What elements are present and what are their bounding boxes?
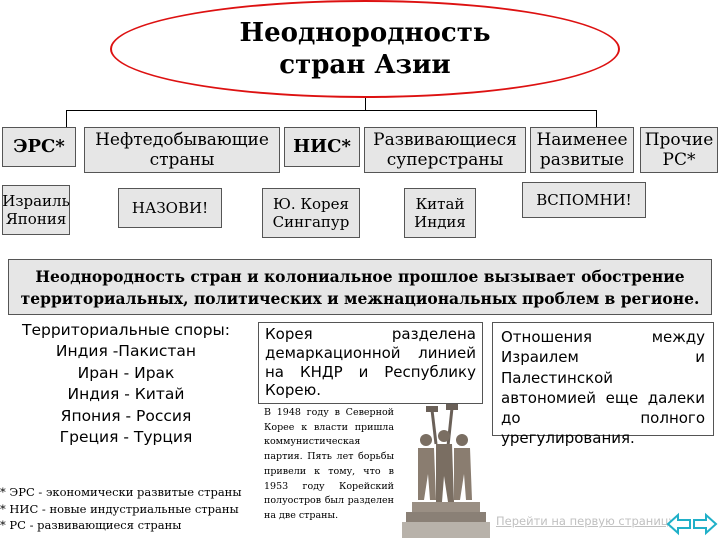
- example-nis-line1: Ю. Корея: [272, 195, 350, 213]
- category-other-line1: Прочие: [644, 129, 714, 150]
- connector-title: [365, 98, 366, 110]
- example-least-other: ВСПОМНИ!: [522, 182, 646, 218]
- nav-arrows: [666, 512, 718, 536]
- category-least: Наименее развитые: [530, 127, 634, 173]
- korea-text: Корея разделена демаркационной линией на…: [265, 325, 476, 400]
- category-ers-label: ЭРС*: [13, 136, 65, 158]
- category-developing-line2: суперстраны: [386, 150, 504, 170]
- title-oval: Неоднородность стран Азии: [110, 0, 620, 98]
- statement-line1: Неоднородность стран и колониальное прош…: [35, 267, 685, 286]
- category-oil-line1: Нефтедобывающие: [95, 129, 269, 150]
- title-line1: Неоднородность: [239, 17, 491, 48]
- territorial-disputes: Территориальные споры: Индия -Пакистан И…: [0, 320, 252, 462]
- arrow-left-icon[interactable]: [666, 512, 691, 536]
- monument-illustration: [402, 404, 490, 538]
- example-ers-line2: Япония: [5, 210, 67, 228]
- example-oil: НАЗОВИ!: [118, 188, 222, 228]
- korea-note-text: В 1948 году в Северной Корее к власти пр…: [264, 407, 394, 522]
- example-nis-line2: Сингапур: [272, 213, 350, 231]
- category-developing-line1: Развивающиеся: [373, 129, 517, 150]
- territory-item: Иран - Ирак: [77, 363, 175, 382]
- territory-item: Греция - Турция: [59, 427, 193, 446]
- category-least-line2: развитые: [539, 150, 625, 170]
- example-developing: Китай Индия: [404, 188, 476, 238]
- category-ers: ЭРС*: [2, 127, 76, 167]
- example-developing-line2: Индия: [414, 213, 466, 231]
- category-oil-line2: страны: [149, 150, 215, 170]
- korea-box: Корея разделена демаркационной линией на…: [258, 322, 483, 404]
- example-nis: Ю. Корея Сингапур: [262, 188, 360, 238]
- example-developing-line1: Китай: [415, 195, 465, 213]
- korea-history-note: В 1948 году в Северной Корее к власти пр…: [258, 406, 400, 536]
- israel-text: Отношения между Израилем и Палестинской …: [501, 328, 705, 448]
- first-page-link[interactable]: Перейти на первую страницу: [496, 514, 676, 528]
- connector-horizontal: [66, 110, 596, 111]
- category-nis: НИС*: [284, 127, 360, 167]
- israel-box: Отношения между Израилем и Палестинской …: [492, 322, 714, 447]
- connector-least: [596, 110, 597, 127]
- title-line2: стран Азии: [279, 50, 451, 80]
- nav-arrows-svg: [666, 512, 718, 536]
- legend-item: * ЭРС - экономически развитые страны: [0, 485, 242, 499]
- monument-image: [402, 404, 490, 538]
- example-oil-label: НАЗОВИ!: [131, 199, 209, 217]
- category-oil: Нефтедобывающие страны: [84, 127, 280, 173]
- category-other: Прочие РС*: [640, 127, 718, 173]
- territory-item: Япония - Россия: [60, 406, 192, 425]
- example-ers: Израиль Япония: [2, 185, 70, 235]
- example-least-other-label: ВСПОМНИ!: [536, 191, 632, 209]
- legend-item: * НИС - новые индустриальные страны: [0, 501, 239, 516]
- category-nis-label: НИС*: [293, 136, 351, 158]
- category-other-line2: РС*: [662, 150, 696, 170]
- territory-item: Индия - Китай: [67, 385, 185, 404]
- territory-item: Индия -Пакистан: [55, 342, 197, 361]
- legend: * ЭРС - экономически развитые страны * Н…: [0, 484, 262, 534]
- arrow-right-icon[interactable]: [693, 512, 718, 536]
- example-ers-line1: Израиль: [2, 192, 70, 210]
- legend-item: * РС - развивающиеся страны: [0, 518, 182, 533]
- territory-heading: Территориальные споры:: [22, 321, 230, 339]
- connector-ers: [66, 110, 67, 127]
- statement-box: Неоднородность стран и колониальное прош…: [8, 259, 712, 315]
- category-developing: Развивающиеся суперстраны: [364, 127, 526, 173]
- statement-line2: территориальных, политических и межнацио…: [20, 288, 700, 308]
- category-least-line1: Наименее: [536, 129, 628, 150]
